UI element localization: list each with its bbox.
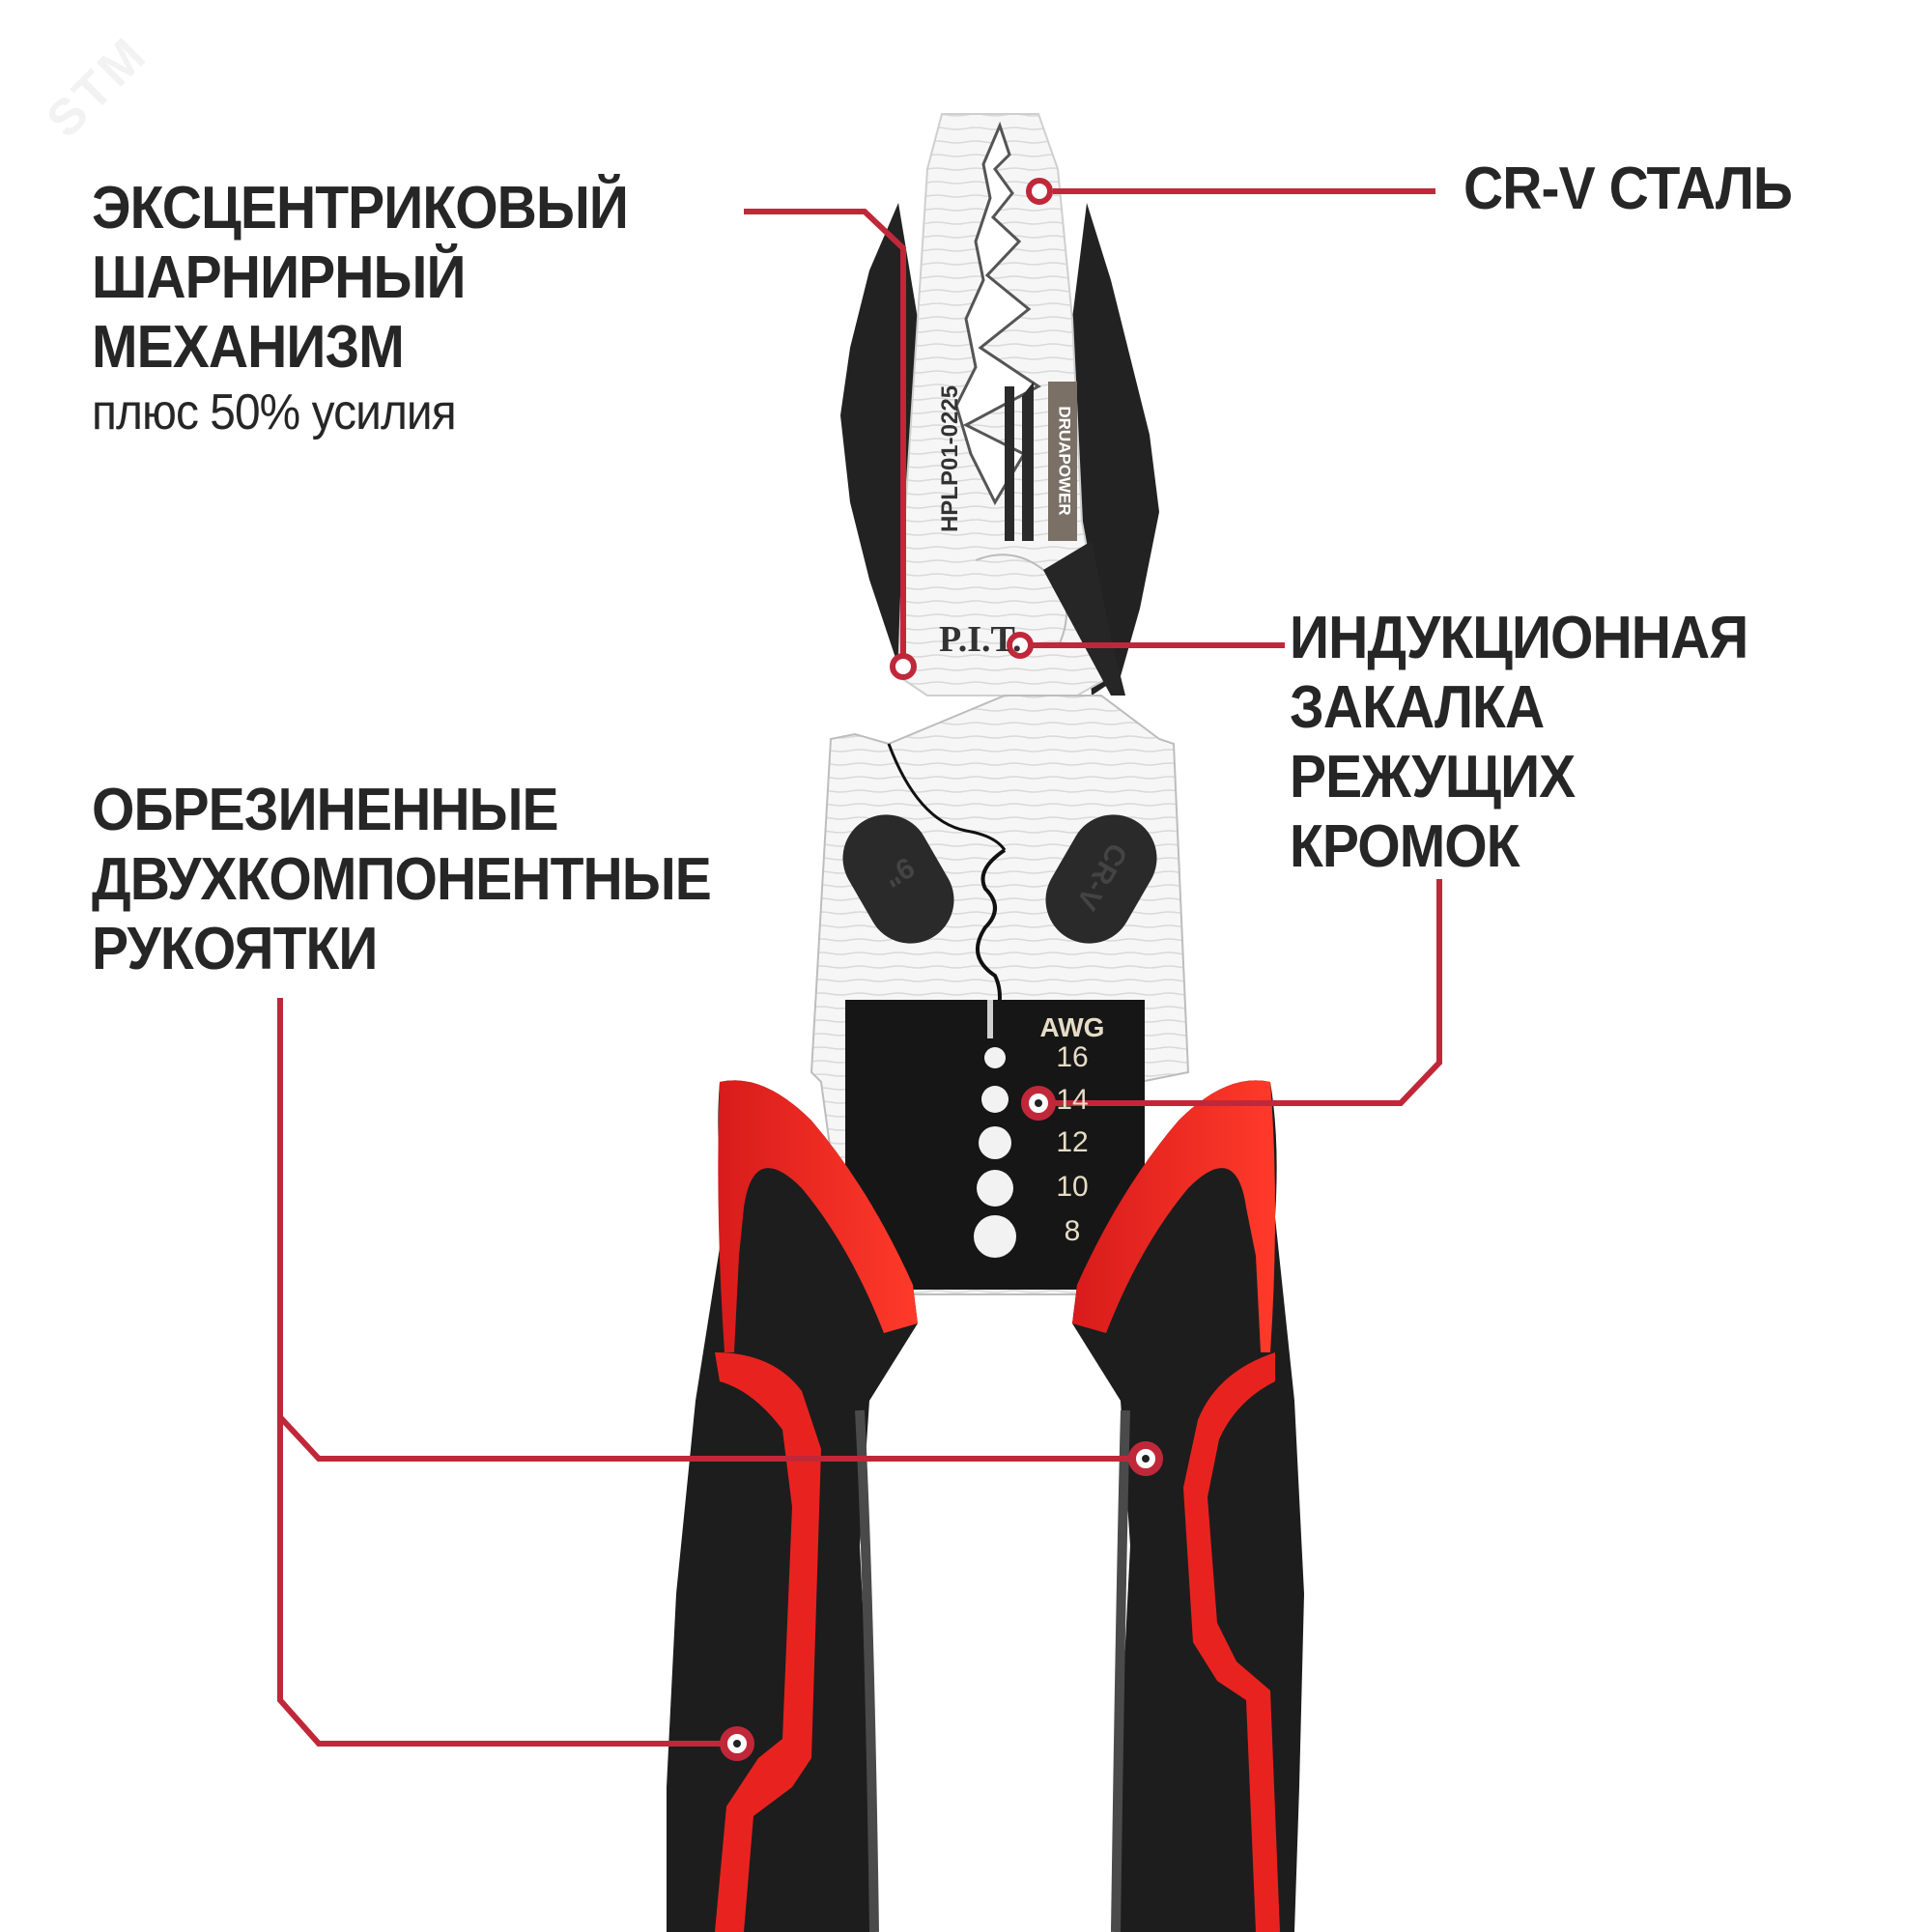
callout-handles-line-2: ДВУХКОМПОНЕНТНЫЕ [92,846,712,913]
pliers-body [810,695,1190,1295]
callout-line-induction-bottom [1038,879,1442,1106]
callout-handles-line-3: РУКОЯТКИ [92,916,378,982]
awg-gauge: AWG 16 14 12 10 8 [1034,1012,1111,1260]
callout-eccentric-line-2: ШАРНИРНЫЙ [92,244,466,311]
awg-holes [974,1047,1016,1258]
callout-lines [277,188,1442,1747]
callout-induction-line-2: ЗАКАЛКА [1290,674,1545,741]
callout-induction-line-3: РЕЖУЩИХ [1290,744,1576,810]
callout-eccentric-line-3: МЕХАНИЗМ [92,314,405,381]
awg-size: 8 [1064,1215,1081,1247]
callout-induction-line-1: ИНДУКЦИОННАЯ [1290,605,1748,671]
left-handle [667,1080,918,1932]
pad-right [1045,814,1157,944]
brand-plate-text: DRUAPOWER [1055,406,1074,516]
brand-logo: P.I.T. [939,619,1022,660]
callout-handles-line-1: ОБРЕЗИНЕННЫЕ [92,777,559,843]
right-handle [1072,1080,1304,1932]
callout-handles: ОБРЕЗИНЕННЫЕ ДВУХКОМПОНЕНТНЫЕ РУКОЯТКИ [92,781,765,989]
callout-line-eccentric [744,209,906,667]
callout-line-handles-lower [277,1417,734,1747]
callout-dots [720,178,1163,1761]
callout-eccentric-subtitle: плюс 50% усилия [92,384,457,440]
callout-line-handles-upper [277,998,1145,1462]
callout-eccentric: ЭКСЦЕНТРИКОВЫЙ ШАРНИРНЫЙ МЕХАНИЗМ плюс 5… [92,179,674,449]
pliers-head [896,113,1125,717]
dot-induction-pivot [1007,632,1034,659]
callout-steel: CR-V СТАЛЬ [1463,159,1821,229]
callout-steel-line-1: CR-V СТАЛЬ [1463,156,1793,222]
callout-eccentric-line-1: ЭКСЦЕНТРИКОВЫЙ [92,175,629,242]
dot-steel [1026,178,1053,205]
callout-induction-line-4: КРОМОК [1290,813,1520,880]
awg-size: 10 [1056,1171,1089,1203]
pad-left [842,814,954,944]
awg-size: 12 [1056,1126,1089,1158]
awg-size: 14 [1056,1084,1089,1116]
model-code: HPLP01-0225 [937,384,963,533]
awg-title: AWG [1039,1012,1105,1042]
callout-induction: ИНДУКЦИОННАЯ ЗАКАЛКА РЕЖУЩИХ КРОМОК [1290,609,1788,887]
awg-size: 16 [1056,1041,1089,1073]
dot-eccentric [890,653,917,680]
brand-plate [1048,382,1077,541]
